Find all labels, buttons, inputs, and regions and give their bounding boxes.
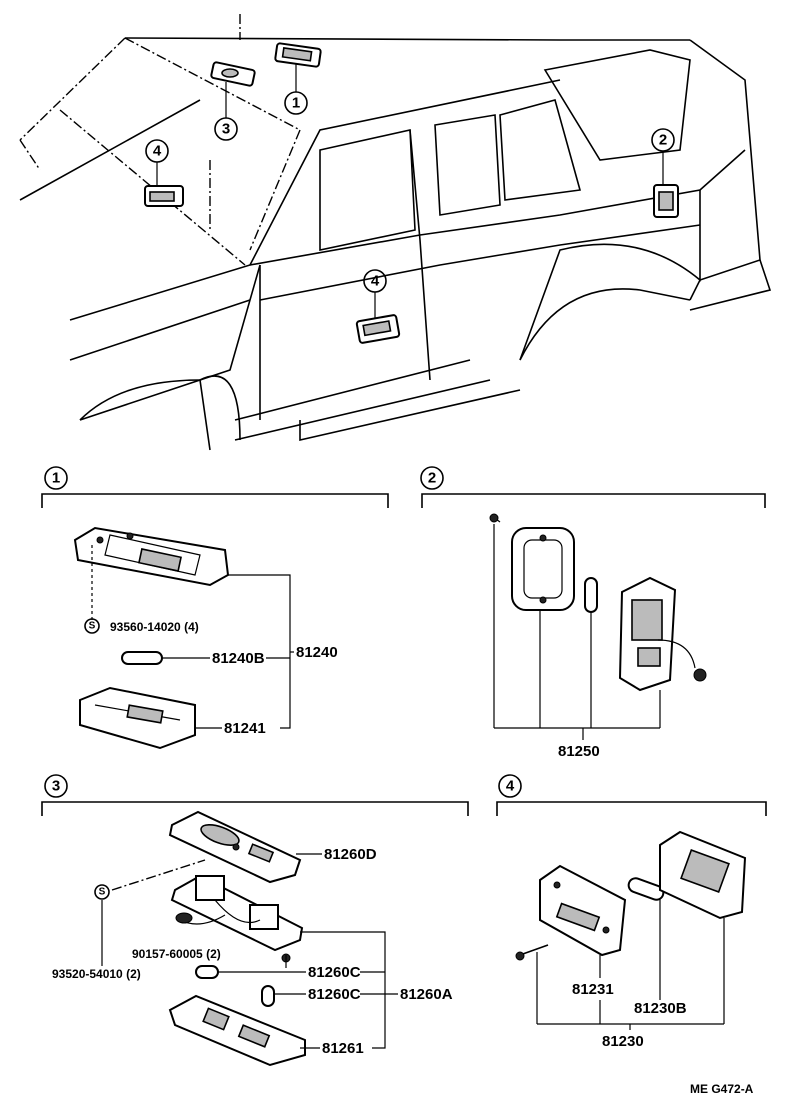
svg-text:S: S [99, 887, 106, 898]
section-3-badge: 3 [52, 778, 60, 795]
bulb-icon [261, 985, 275, 1007]
label-93520-54010: 93520-54010 (2) [52, 967, 141, 981]
label-90157-60005: 90157-60005 (2) [132, 947, 221, 961]
screw-icon [84, 618, 100, 634]
callout-1: 1 [284, 91, 308, 115]
label-81240: 81240 [296, 644, 338, 661]
svg-text:4: 4 [371, 273, 380, 290]
label-81230B: 81230B [634, 1000, 687, 1017]
section-2-badge: 2 [428, 470, 436, 487]
gasket-81250 [511, 527, 575, 611]
screw-icon [94, 884, 110, 900]
section-2: 2 81250 [420, 466, 766, 760]
bulb-icon [121, 651, 163, 665]
callout-4-side: 4 [363, 269, 387, 293]
diagram-code: ME G472-A [690, 1082, 754, 1096]
label-81261: 81261 [322, 1040, 364, 1057]
section-1: 1 S 93560-14020 (4) 81240B 81241 81240 [41, 466, 389, 750]
label-81241: 81241 [224, 720, 266, 737]
bulb-icon [195, 965, 219, 979]
label-81260A: 81260A [400, 986, 453, 1003]
vehicle-illustration [19, 14, 772, 451]
section-3: 3 81260D S 93520-54010 (2) 90157-60005 (… [41, 774, 469, 1067]
label-81260C-2: 81260C [308, 986, 361, 1003]
section-4-badge: 4 [506, 778, 515, 795]
svg-text:2: 2 [659, 132, 667, 149]
label-81231: 81231 [572, 981, 614, 998]
lens-81261 [168, 994, 306, 1067]
svg-text:3: 3 [222, 121, 230, 138]
svg-text:1: 1 [292, 95, 300, 112]
label-81250: 81250 [558, 743, 600, 760]
label-81260C-1: 81260C [308, 964, 361, 981]
section-4: 4 81231 81230B 81230 [496, 774, 767, 1050]
section-1-badge: 1 [52, 470, 60, 487]
callout-3: 3 [214, 117, 238, 141]
label-81230: 81230 [602, 1033, 644, 1050]
label-93560-14020: 93560-14020 (4) [110, 620, 199, 634]
svg-text:4: 4 [153, 143, 162, 160]
bulb-icon [627, 877, 665, 901]
label-81240B: 81240B [212, 650, 265, 667]
label-81260D: 81260D [324, 846, 377, 863]
bulb-icon [584, 577, 598, 613]
callout-2: 2 [651, 128, 675, 152]
callout-4-front: 4 [145, 139, 169, 163]
board-81260A [170, 874, 304, 952]
svg-text:S: S [89, 621, 96, 632]
